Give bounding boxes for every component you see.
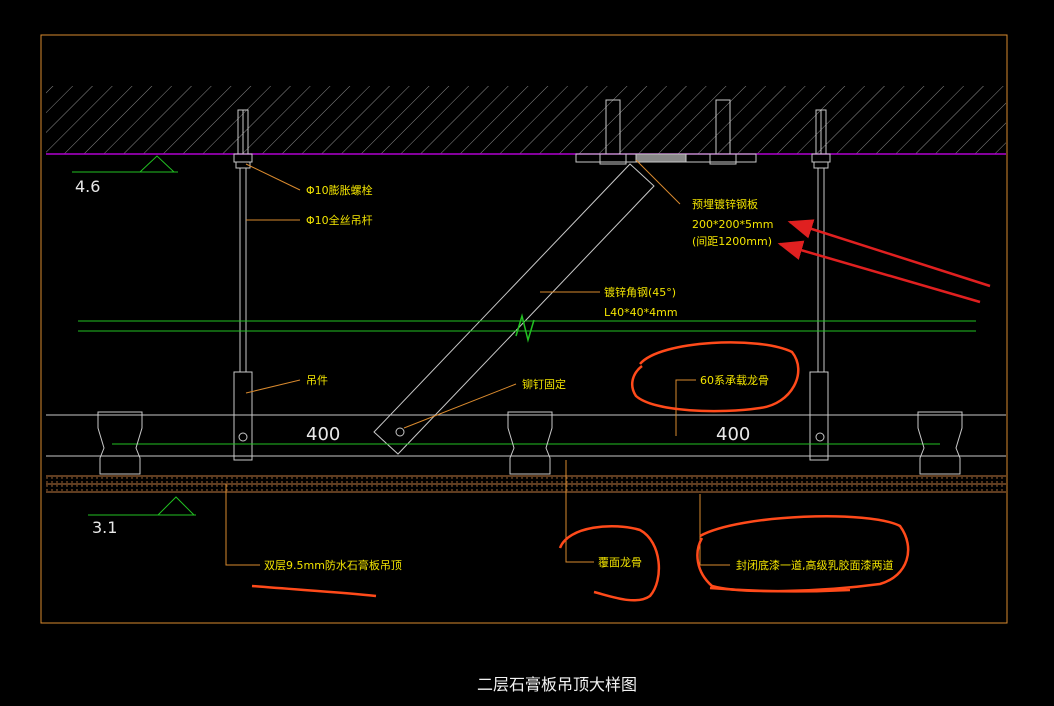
- dimension-right: 400: [716, 424, 750, 445]
- markup-circles: [251, 341, 910, 602]
- main-keel: [46, 414, 1006, 457]
- cover-keel-right: [917, 411, 963, 475]
- label-cover-keel: 覆面龙骨: [598, 556, 642, 569]
- gypsum-board-layers: [46, 475, 1006, 493]
- level-upper-text: 4.6: [75, 177, 100, 196]
- concrete-slab: [46, 86, 1006, 155]
- label-angle-steel: 镀锌角钢(45°): [604, 285, 676, 299]
- hanger-left: [233, 371, 253, 461]
- left-hanger-rod: [233, 109, 253, 372]
- annotation-arrows: [777, 219, 991, 304]
- diagonal-angle-steel: [373, 163, 655, 455]
- cover-keel-middle: [507, 411, 553, 475]
- label-embedded-plate: 预埋镀锌钢板: [692, 197, 758, 211]
- horizontal-angle-steel: [78, 313, 976, 343]
- label-hanger: 吊件: [306, 374, 328, 387]
- label-expansion-bolt: Φ10膨胀螺栓: [306, 183, 373, 197]
- level-mark-upper: 4.6: [72, 155, 178, 196]
- drawing-title: 二层石膏板吊顶大样图: [477, 675, 637, 694]
- leader-lines: [225, 159, 730, 566]
- label-gypsum-board: 双层9.5mm防水石膏板吊顶: [264, 558, 402, 572]
- label-plate-size: 200*200*5mm: [692, 218, 773, 231]
- label-rivet: 铆钉固定: [522, 377, 566, 391]
- drawing-frame: [40, 34, 1008, 624]
- label-threaded-rod: Φ10全丝吊杆: [306, 213, 373, 227]
- cover-keel-left: [97, 411, 143, 475]
- label-angle-size: L40*40*4mm: [604, 306, 678, 319]
- level-mark-lower: 3.1: [88, 496, 196, 537]
- label-finish: 封闭底漆一道,高级乳胶面漆两道: [736, 558, 894, 572]
- right-hanger-rod: [811, 109, 831, 372]
- embedded-steel-plate: [575, 99, 757, 165]
- label-main-keel: 60系承载龙骨: [700, 374, 769, 387]
- hanger-right: [809, 371, 829, 461]
- level-lower-text: 3.1: [92, 518, 117, 537]
- dimension-left: 400: [306, 424, 340, 445]
- label-plate-spacing: (间距1200mm): [692, 235, 772, 248]
